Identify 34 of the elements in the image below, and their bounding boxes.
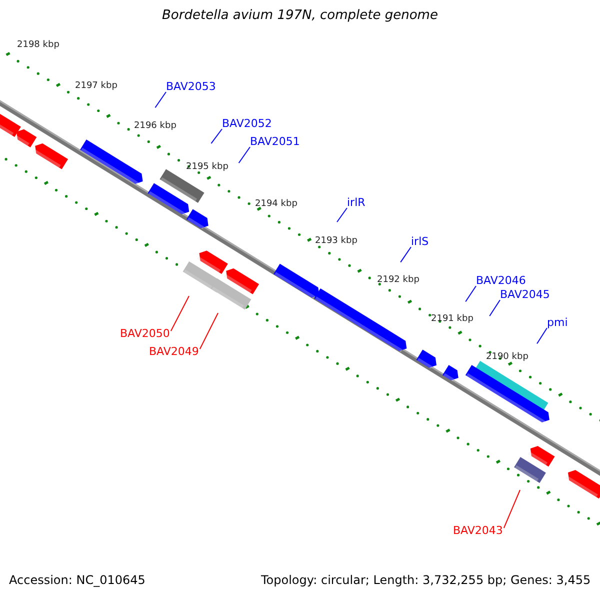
scale-label: 2195 kbp: [186, 163, 228, 172]
gene-label: BAV2043: [453, 525, 503, 536]
scale-label: 2197 kbp: [75, 82, 118, 91]
leader-line: [154, 92, 166, 108]
gene-label: BAV2053: [166, 81, 216, 92]
leader-line: [238, 146, 250, 164]
gene-label: BAV2046: [476, 275, 526, 286]
gene-label: pmi: [547, 317, 568, 328]
scale-label: 2198 kbp: [17, 41, 60, 50]
title: Bordetella avium 197N, complete genome: [161, 9, 439, 22]
footer-text: Topology: circular; Length: 3,732,255 bp; Genes: 3,455: [261, 574, 591, 586]
scale-label: 2192 kbp: [377, 276, 420, 285]
leader-line: [503, 490, 520, 528]
leader-line: [170, 296, 190, 332]
gene-label: BAV2050: [120, 328, 170, 339]
gene-label: BAV2052: [222, 118, 272, 129]
leader-line: [210, 128, 222, 144]
leader-line: [465, 286, 476, 302]
gene-label: BAV2045: [500, 289, 550, 300]
scale-label: 2193 kbp: [315, 237, 358, 246]
scale-label: 2194 kbp: [255, 200, 298, 209]
gene-label: BAV2051: [250, 136, 300, 147]
leader-line: [336, 208, 348, 222]
leader-line: [400, 246, 412, 263]
scale-label: 2196 kbp: [134, 122, 176, 131]
footer-text: Accession: NC_010645: [9, 574, 146, 586]
scale-label: 2190 kbp: [486, 353, 528, 362]
leader-line: [489, 300, 500, 316]
scale-label: 2191 kbp: [431, 315, 474, 324]
leader-line: [199, 312, 218, 350]
gene-label: irlR: [347, 197, 366, 208]
gene-label: irlS: [411, 236, 429, 247]
gene-label: BAV2049: [149, 346, 199, 357]
leader-line: [536, 328, 548, 344]
